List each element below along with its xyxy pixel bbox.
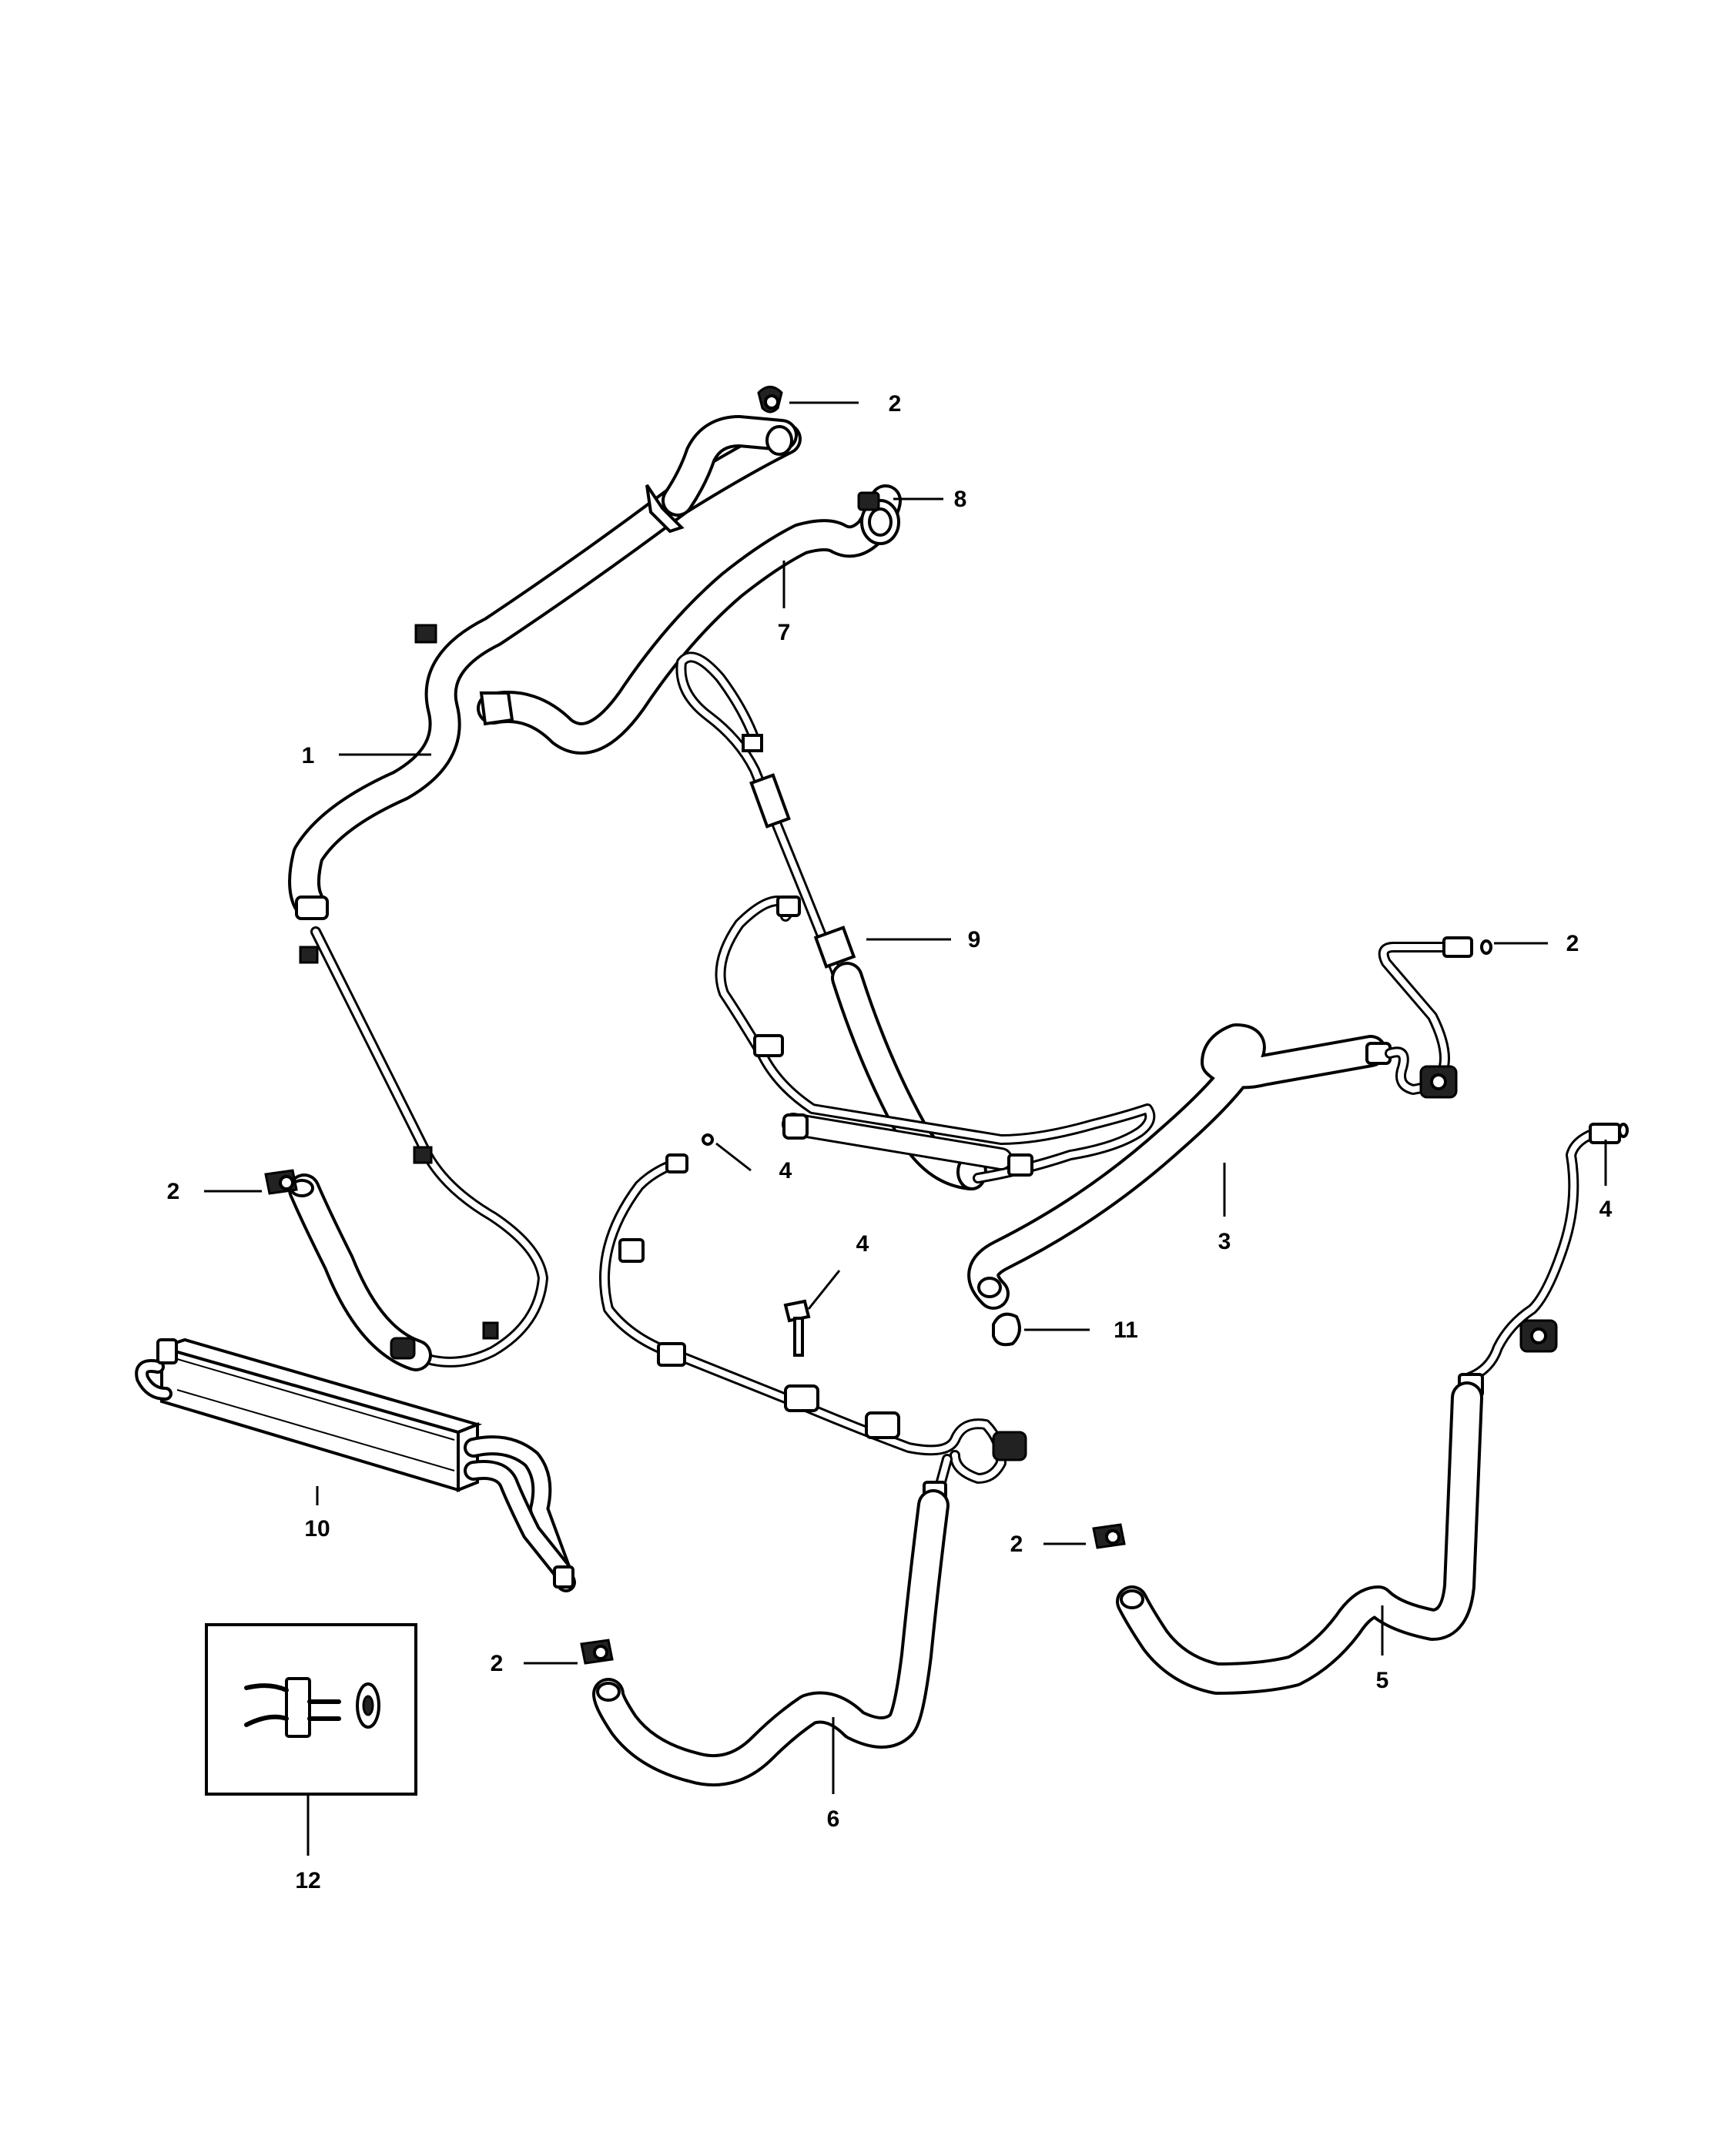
callout-12: 12	[295, 1868, 320, 1893]
hose-part-7	[477, 484, 902, 755]
callout-11: 4	[856, 1231, 869, 1257]
callout-8: 8	[954, 487, 967, 512]
callout-2-lower-right: 2	[1010, 1532, 1023, 1557]
hose-part-9	[675, 651, 1156, 1190]
clamp-part-2-lower-right	[1092, 1523, 1126, 1549]
o-ring-part-4-b	[702, 1133, 714, 1146]
callout-7: 7	[778, 620, 791, 645]
callout-2-right: 11	[1114, 1317, 1138, 1343]
clamp-part-2-right	[992, 1312, 1021, 1347]
callout-3: 3	[1218, 1229, 1231, 1254]
callout-4-center: 4	[779, 1158, 792, 1183]
callout-2-lower-left: 2	[491, 1651, 504, 1676]
callout-4-far-right: 4	[1599, 1197, 1613, 1222]
callout-6: 6	[827, 1806, 840, 1832]
callout-1: 1	[302, 743, 315, 768]
hose-part-5	[1116, 1123, 1621, 1695]
callout-4-right: 2	[1566, 931, 1579, 956]
clamp-part-2-left	[264, 1169, 298, 1195]
callout-5: 5	[1376, 1668, 1389, 1693]
cooler-part-10	[135, 1337, 576, 1592]
o-ring-part-4-a	[1480, 939, 1492, 955]
clamp-part-2-lower-left	[580, 1639, 614, 1665]
bolt-part-11	[783, 1299, 811, 1357]
callout-2-left: 2	[167, 1179, 180, 1204]
callout-10: 10	[304, 1516, 330, 1542]
callout-9: 9	[968, 927, 981, 952]
hose-part-1	[288, 415, 802, 1371]
hose-part-3	[967, 936, 1473, 1310]
callout-labels: 2 8 7 1 9 4 3 2 4 4 11 2 10 2 5 2 6 12	[167, 391, 1613, 1893]
hose-part-6	[592, 1153, 1027, 1787]
leader-lines	[204, 401, 1607, 1856]
detail-box-part-12	[205, 1623, 417, 1796]
clamp-part-2-top	[757, 386, 783, 413]
callout-2-top: 2	[889, 391, 902, 417]
o-ring-part-4-c	[1618, 1123, 1629, 1138]
